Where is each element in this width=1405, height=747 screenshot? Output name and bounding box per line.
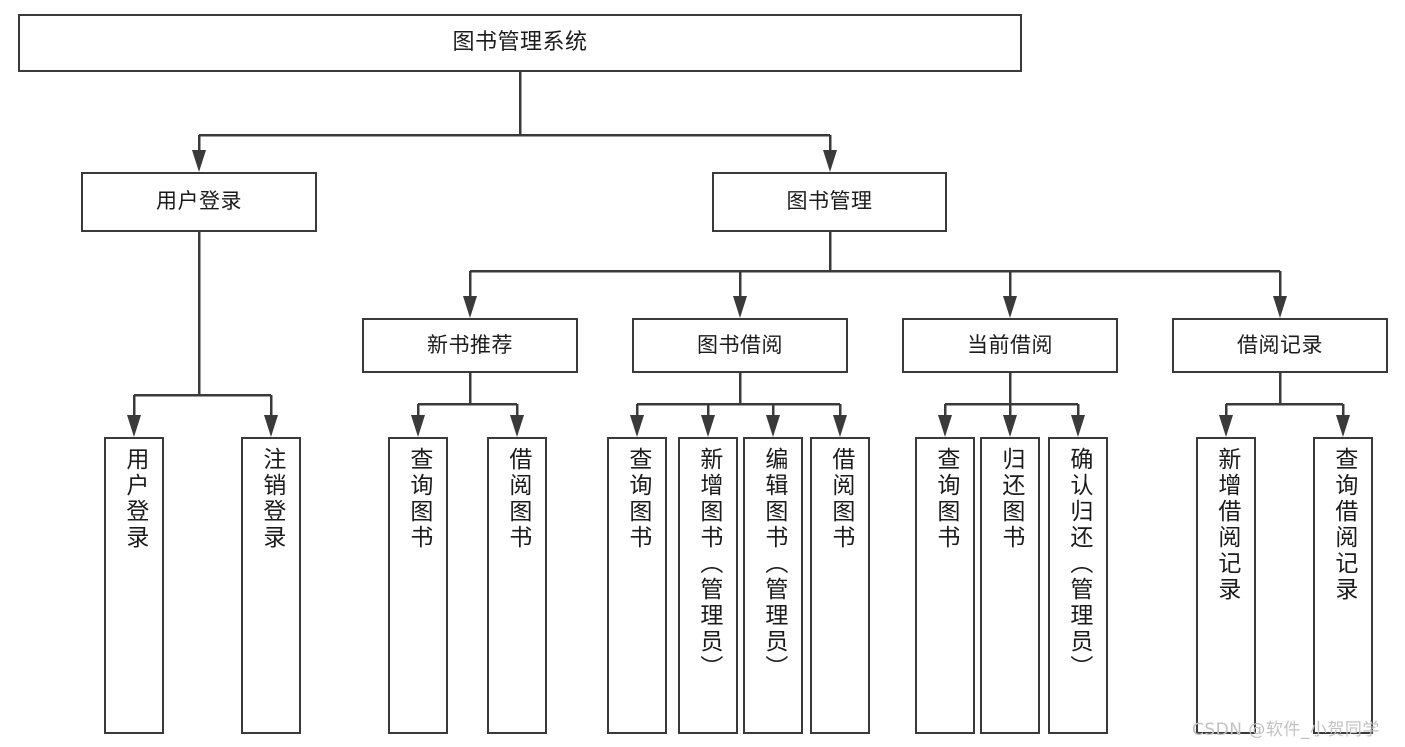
node-user-login[interactable]: 用户登录: [81, 172, 317, 232]
arrow-head-icon: [1336, 415, 1350, 437]
csdn-watermark: CSDN @软件_小贺同学: [1192, 720, 1380, 740]
arrow-head-icon: [823, 150, 837, 172]
node-book-manage[interactable]: 图书管理: [712, 172, 947, 232]
node-label: 查询图书: [405, 447, 432, 551]
node-label: 图书借阅: [697, 332, 783, 357]
node-leaf-query-book-3[interactable]: 查询图书: [915, 437, 975, 734]
arrow-head-icon: [733, 296, 747, 318]
node-label: 编辑图书（管理员）: [760, 447, 787, 681]
node-leaf-user-login[interactable]: 用户登录: [104, 437, 164, 734]
node-current-borrow[interactable]: 当前借阅: [902, 318, 1118, 373]
node-book-borrow[interactable]: 图书借阅: [632, 318, 848, 373]
node-label: 用户登录: [121, 447, 148, 551]
arrow-head-icon: [510, 415, 524, 437]
node-root[interactable]: 图书管理系统: [18, 14, 1022, 72]
node-leaf-confirm-return[interactable]: 确认归还（管理员）: [1048, 437, 1108, 734]
arrow-head-icon: [833, 415, 847, 437]
node-label: 当前借阅: [967, 332, 1053, 357]
arrow-head-icon: [1003, 415, 1017, 437]
arrow-head-icon: [192, 150, 206, 172]
node-leaf-add-record[interactable]: 新增借阅记录: [1196, 437, 1256, 734]
node-label: 图书管理: [786, 189, 873, 214]
node-label: 查询图书: [624, 447, 651, 551]
node-leaf-query-book-2[interactable]: 查询图书: [607, 437, 667, 734]
node-leaf-borrow-book-1[interactable]: 借阅图书: [487, 437, 547, 734]
node-label: 归还图书: [997, 447, 1024, 551]
node-leaf-query-book-1[interactable]: 查询图书: [388, 437, 448, 734]
arrow-head-icon: [264, 415, 278, 437]
arrow-head-icon: [701, 415, 715, 437]
arrow-head-icon: [463, 296, 477, 318]
arrow-head-icon: [1071, 415, 1085, 437]
node-borrow-record[interactable]: 借阅记录: [1172, 318, 1388, 373]
arrow-head-icon: [411, 415, 425, 437]
node-label: 查询借阅记录: [1330, 447, 1357, 603]
node-label: 借阅图书: [827, 447, 854, 551]
node-leaf-logout[interactable]: 注销登录: [241, 437, 301, 734]
arrow-head-icon: [127, 415, 141, 437]
arrow-head-icon: [938, 415, 952, 437]
arrow-head-icon: [766, 415, 780, 437]
node-leaf-add-book[interactable]: 新增图书（管理员）: [678, 437, 738, 734]
node-leaf-edit-book[interactable]: 编辑图书（管理员）: [743, 437, 803, 734]
node-new-book-rec[interactable]: 新书推荐: [362, 318, 578, 373]
node-leaf-borrow-book-2[interactable]: 借阅图书: [810, 437, 870, 734]
node-label: 借阅图书: [504, 447, 531, 551]
node-leaf-return-book[interactable]: 归还图书: [980, 437, 1040, 734]
node-label: 查询图书: [932, 447, 959, 551]
node-label: 借阅记录: [1237, 332, 1323, 357]
node-label: 新增图书（管理员）: [695, 447, 722, 681]
node-label: 注销登录: [258, 447, 285, 551]
arrow-head-icon: [1003, 296, 1017, 318]
node-label: 新书推荐: [427, 332, 513, 357]
arrow-head-icon: [630, 415, 644, 437]
arrow-head-icon: [1273, 296, 1287, 318]
node-label: 新增借阅记录: [1213, 447, 1240, 603]
node-label: 确认归还（管理员）: [1065, 447, 1092, 681]
node-label: 图书管理系统: [452, 29, 588, 55]
arrow-head-icon: [1219, 415, 1233, 437]
node-leaf-query-record[interactable]: 查询借阅记录: [1313, 437, 1373, 734]
node-label: 用户登录: [156, 189, 242, 214]
